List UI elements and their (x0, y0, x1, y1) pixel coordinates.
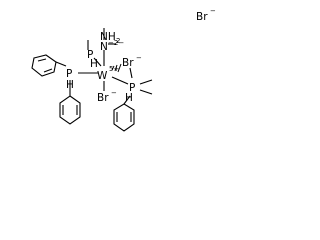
nitrogen-label: N (100, 41, 108, 53)
bromine-right-charge: − (136, 54, 142, 62)
nh2-label: NH (100, 31, 116, 43)
bromine-right-label: Br (122, 57, 134, 69)
structure-diagram: Br − NH 2 N −2− P H P H W 5+ Br − Br − P… (0, 0, 224, 158)
hydrogen-right-label: H (125, 92, 133, 104)
hashed-bond-w-br (111, 63, 122, 73)
nitrogen-charge: −2− (108, 39, 124, 47)
phenyl-ring-lower-left (59, 95, 81, 125)
bromide-anion-label: Br (196, 11, 208, 23)
phenyl-ring-lower-right (113, 103, 135, 132)
phosphorus-right-label: P (129, 82, 135, 94)
bromine-bottom-charge: − (111, 89, 117, 97)
tungsten-label: W (97, 70, 108, 82)
bromide-anion-charge: − (210, 7, 216, 15)
bond-lines (55, 28, 153, 105)
hydrogen-left-label: H (66, 79, 74, 91)
nh2-subscript: 2 (116, 37, 120, 45)
phosphorus-left-label: P (66, 68, 72, 80)
phenyl-ring-upper-left (31, 54, 57, 77)
molecule-canvas: Br − NH 2 N −2− P H P H W 5+ Br − Br − P… (31, 7, 216, 132)
phosphorus-top-label: P (87, 49, 93, 61)
hydrogen-top-label: H (90, 58, 98, 70)
bromine-bottom-label: Br (97, 92, 109, 104)
tungsten-charge: 5+ (109, 65, 119, 73)
